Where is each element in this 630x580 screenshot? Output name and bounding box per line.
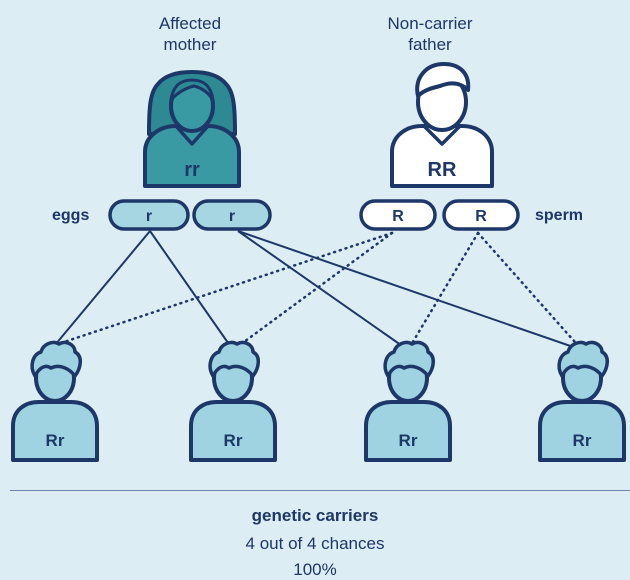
child-3-body-icon <box>364 400 452 462</box>
sperm1-to-child2-line <box>231 231 394 352</box>
egg2-to-child3-line <box>237 230 409 351</box>
egg-1-allele: r <box>146 208 152 225</box>
father-hair-icon <box>415 62 471 98</box>
child-3: Rr <box>364 340 452 462</box>
egg-connections <box>54 230 583 351</box>
mother-label-line1: Affected <box>158 14 222 33</box>
child-3-genotype: Rr <box>399 431 418 450</box>
father-figure: RR <box>390 62 494 188</box>
child-4-genotype: Rr <box>573 431 592 450</box>
egg1-to-child1-line <box>54 230 151 346</box>
sperm-2-allele: R <box>475 208 487 225</box>
child-1-hair-icon <box>30 340 82 378</box>
child-3-hair-icon <box>383 340 435 378</box>
child-2-body-icon <box>189 400 277 462</box>
father-label-line1: Non-carrier <box>387 14 473 33</box>
egg2-to-child4-line <box>237 230 583 351</box>
egg-1: r <box>108 199 190 231</box>
father-body-icon <box>390 124 494 188</box>
children-row: Rr Rr Rr Rr <box>11 340 626 462</box>
child-1: Rr <box>11 340 99 462</box>
summary-chances: 4 out of 4 chances <box>245 534 385 553</box>
child-4-body-icon <box>538 400 626 462</box>
egg-2: r <box>192 199 272 231</box>
father-label-line2: father <box>408 35 452 54</box>
child-2-hair-icon <box>208 340 260 378</box>
child-4-hair-icon <box>557 340 609 378</box>
sperm-1: R <box>359 199 437 231</box>
sperm2-to-child3-line <box>406 231 480 352</box>
summary-percent: 100% <box>293 560 337 579</box>
egg1-to-child2-line <box>149 230 234 351</box>
diagram-graphic: rr RR r r R R Rr Rr Rr Rr <box>11 62 626 462</box>
child-4: Rr <box>538 340 626 462</box>
sperm-2: R <box>442 199 520 231</box>
sperm1-to-child1-line <box>53 231 394 347</box>
child-1-genotype: Rr <box>46 431 65 450</box>
mother-figure: rr <box>143 70 241 188</box>
sperm2-to-child4-line <box>476 231 584 352</box>
mother-label: Affected mother <box>110 13 270 55</box>
egg-2-allele: r <box>229 208 235 225</box>
divider <box>10 490 630 491</box>
sperm-label: sperm <box>535 207 584 224</box>
mother-genotype: rr <box>184 159 200 181</box>
child-2-genotype: Rr <box>224 431 243 450</box>
eggs-label: eggs <box>52 207 90 224</box>
child-2: Rr <box>189 340 277 462</box>
father-label: Non-carrier father <box>350 13 510 55</box>
father-genotype: RR <box>428 159 457 181</box>
summary-title: genetic carriers <box>251 506 379 525</box>
mother-label-line2: mother <box>163 35 217 54</box>
sperm-connections <box>53 231 584 352</box>
sperm-1-allele: R <box>392 208 404 225</box>
child-1-body-icon <box>11 400 99 462</box>
